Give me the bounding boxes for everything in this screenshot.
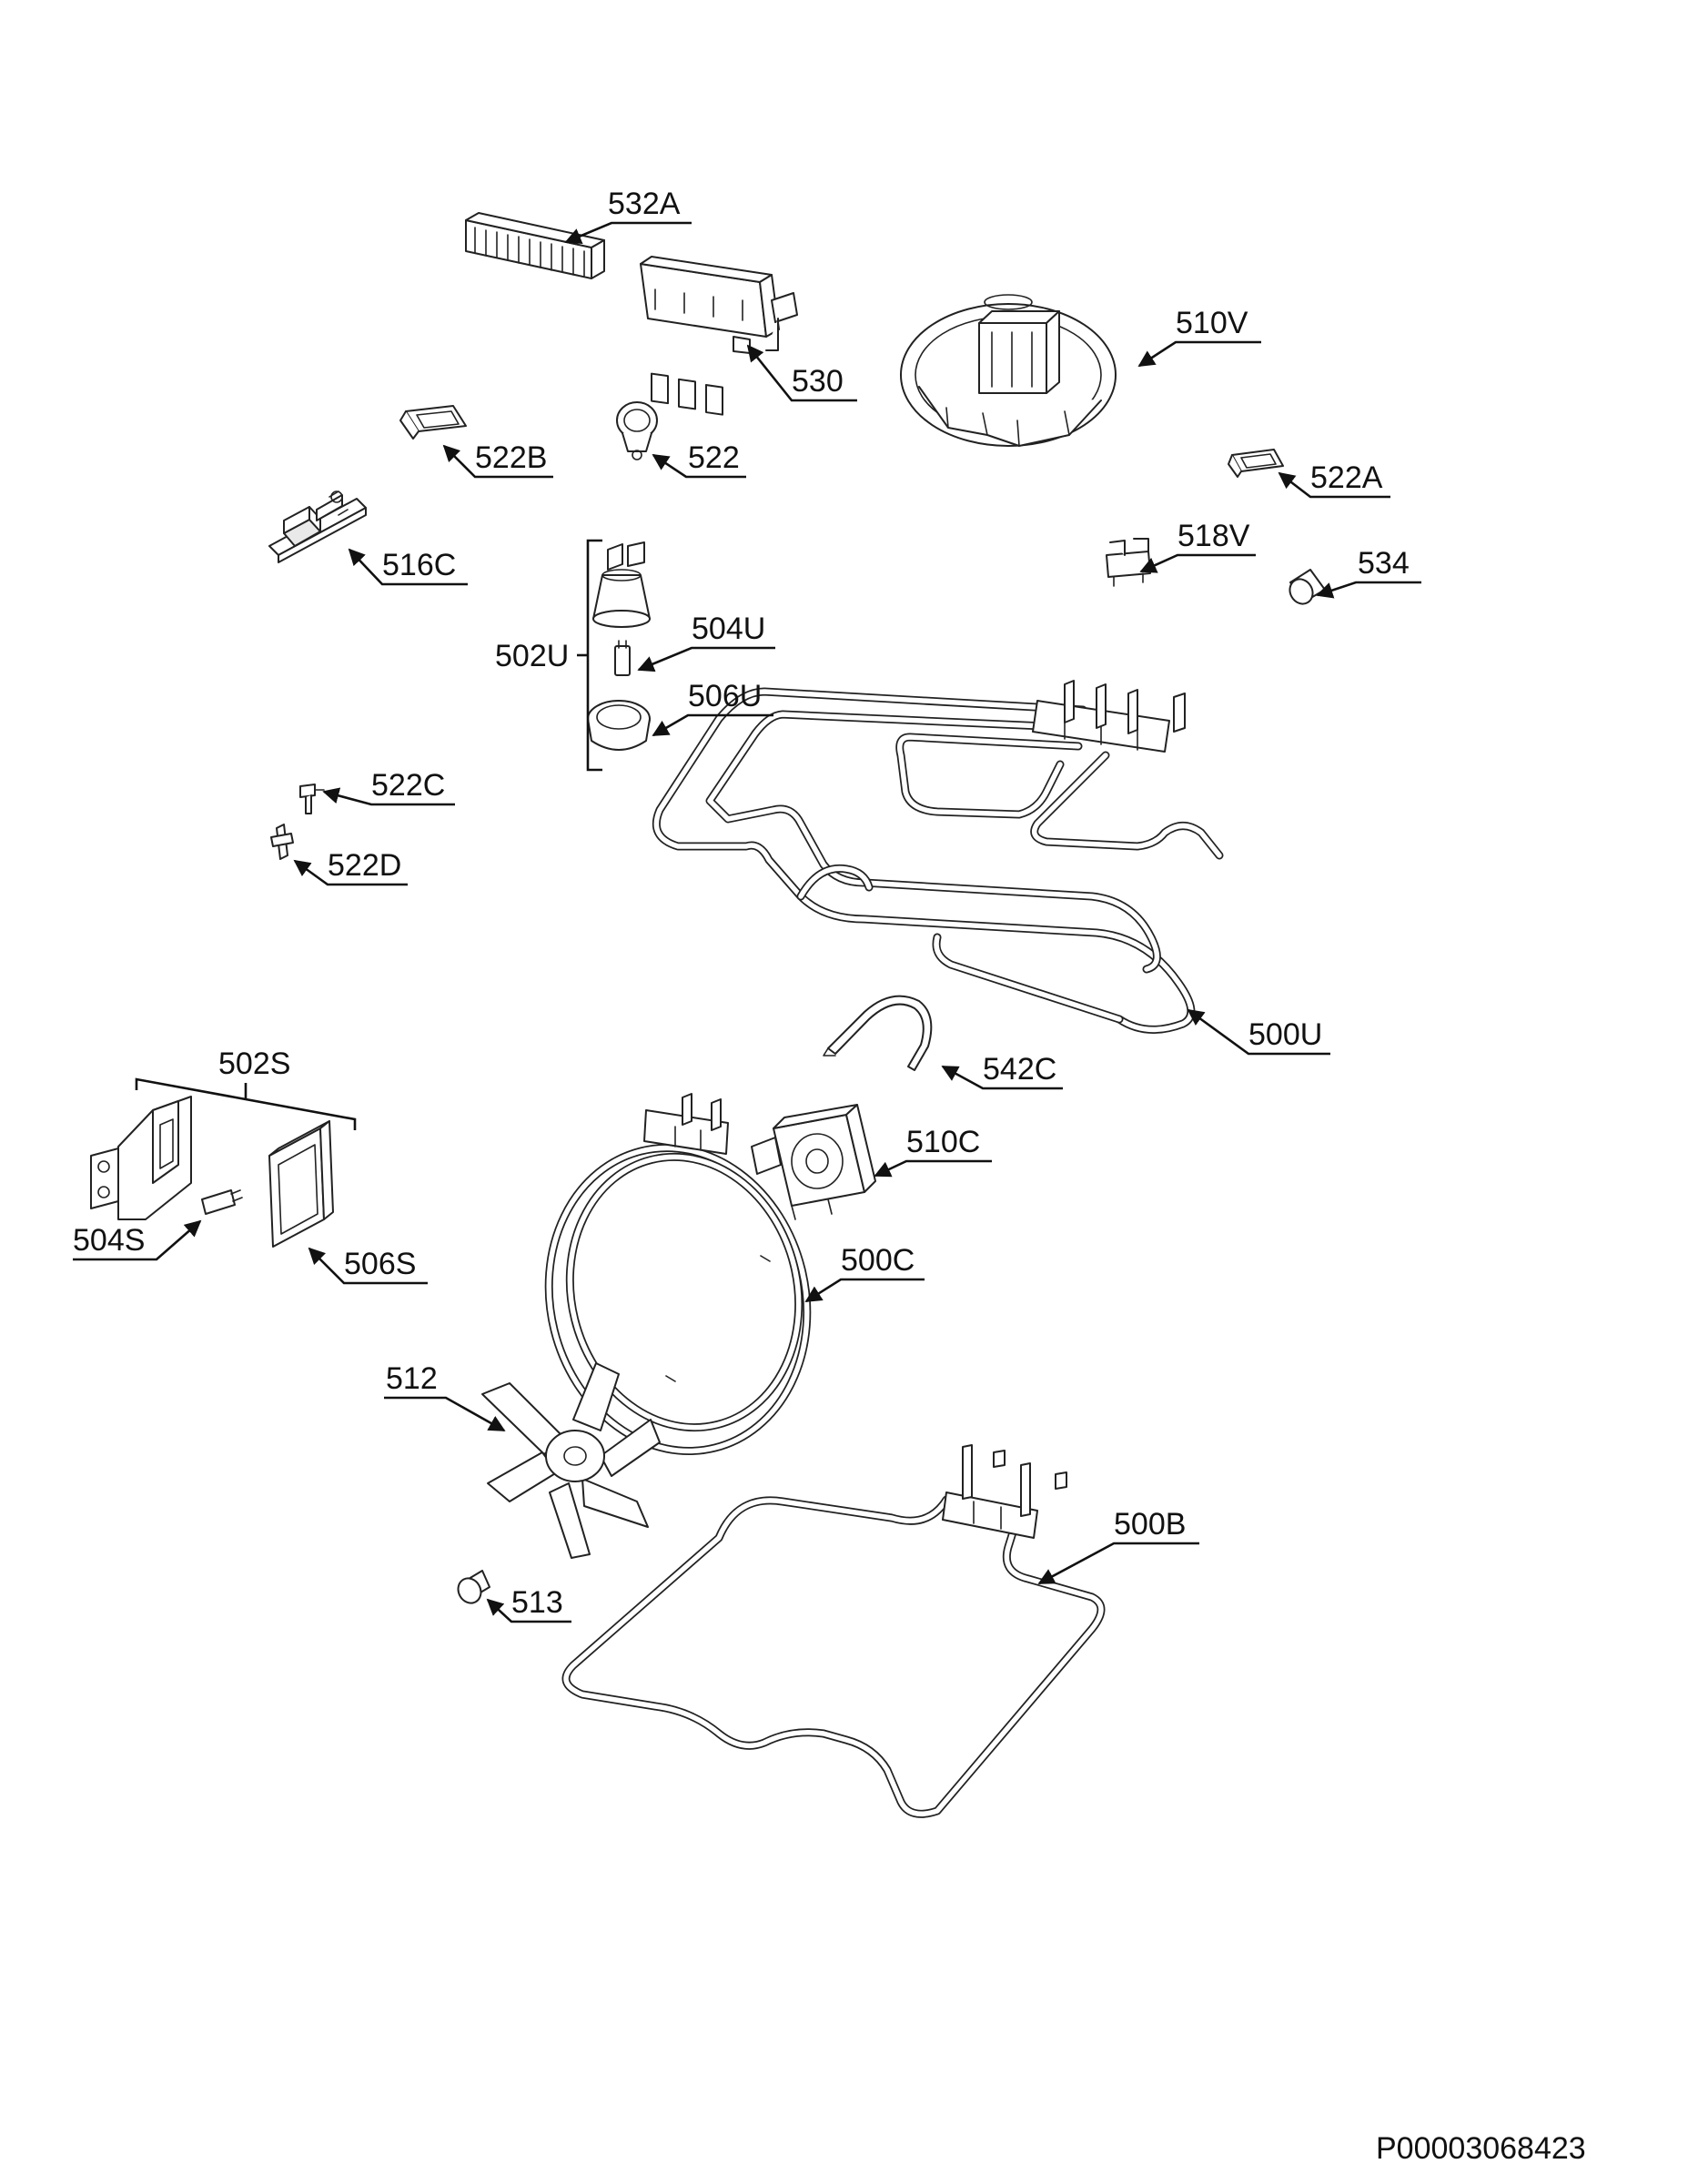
callout-label-502s: 502S — [218, 1046, 290, 1081]
part-500u-grill-element — [652, 680, 1224, 1034]
callout-500b: 500B — [1037, 1507, 1199, 1585]
callout-504u: 504U — [637, 612, 775, 672]
callout-label-502u: 502U — [495, 639, 569, 673]
callout-522b: 522B — [442, 440, 553, 479]
callout-522c: 522C — [322, 768, 455, 806]
callout-label-510c: 510C — [906, 1125, 980, 1159]
part-504u-lamp-bulb — [614, 640, 631, 676]
callout-label-522a: 522A — [1310, 460, 1383, 495]
part-504s-side-lamp-bulb — [201, 1189, 243, 1215]
callout-label-532a: 532A — [608, 187, 681, 221]
callout-506s: 506S — [308, 1247, 428, 1285]
callout-label-512: 512 — [386, 1361, 438, 1396]
callout-534: 534 — [1316, 546, 1421, 599]
callout-label-516c: 516C — [382, 548, 456, 582]
part-502s-side-lamp-housing — [90, 1096, 192, 1220]
part-522a-clip — [1228, 449, 1284, 478]
callout-label-518v: 518V — [1177, 519, 1250, 553]
callout-502s: 502S — [135, 1046, 357, 1130]
callout-512: 512 — [384, 1361, 506, 1432]
part-513-nut — [457, 1570, 490, 1604]
callout-516c: 516C — [348, 548, 468, 586]
callout-522a: 522A — [1278, 460, 1390, 499]
part-512-fan-blade — [481, 1362, 661, 1559]
part-506s-side-lamp-cover — [268, 1120, 334, 1248]
callout-518v: 518V — [1139, 519, 1256, 573]
part-518v-thermostat — [1106, 538, 1151, 587]
callout-label-506u: 506U — [688, 679, 762, 713]
callout-label-542c: 542C — [983, 1052, 1056, 1087]
part-534-lamp — [1289, 569, 1326, 605]
document-id: P00003068423 — [1376, 2131, 1586, 2166]
part-500c-circular-element — [544, 1093, 812, 1455]
part-522c-screw — [299, 784, 325, 814]
part-530-terminal-block — [640, 256, 798, 416]
part-506u-lamp-cover — [587, 700, 651, 751]
callout-label-500c: 500C — [841, 1243, 915, 1278]
callout-label-506s: 506S — [344, 1247, 416, 1281]
callout-label-504u: 504U — [692, 612, 765, 646]
callout-label-522: 522 — [688, 440, 740, 475]
part-542c-bracket — [823, 995, 933, 1071]
callout-label-522b: 522B — [475, 440, 547, 475]
callout-500c: 500C — [804, 1243, 925, 1303]
callout-542c: 542C — [941, 1052, 1063, 1090]
part-522b-clip — [399, 405, 467, 440]
callout-label-522d: 522D — [328, 848, 401, 883]
part-502u-lamp-assembly — [592, 541, 651, 628]
callout-506u: 506U — [652, 679, 773, 737]
callout-504s: 504S — [73, 1219, 202, 1261]
callout-label-500b: 500B — [1114, 1507, 1186, 1542]
callout-label-510v: 510V — [1176, 306, 1248, 340]
callout-522d: 522D — [293, 848, 408, 886]
part-510v-cooling-fan — [900, 294, 1117, 447]
callout-532a: 532A — [564, 187, 692, 245]
callout-510v: 510V — [1137, 306, 1261, 368]
callout-502u: 502U — [495, 539, 602, 772]
callout-label-534: 534 — [1358, 546, 1410, 581]
callout-510c: 510C — [874, 1125, 992, 1178]
callout-label-500u: 500U — [1248, 1017, 1322, 1052]
part-510c-fan-motor — [751, 1104, 876, 1220]
callout-522: 522 — [652, 440, 746, 479]
callout-label-530: 530 — [792, 364, 844, 399]
part-522-lamp-clip — [616, 401, 658, 460]
callout-label-513: 513 — [511, 1585, 563, 1620]
part-516c-control-board — [268, 490, 367, 563]
callout-label-522c: 522C — [371, 768, 445, 803]
part-522d-pin — [270, 824, 294, 860]
part-532a-connector-strip — [465, 212, 605, 279]
callout-500u: 500U — [1187, 1008, 1330, 1056]
callout-530: 530 — [746, 344, 857, 402]
callout-513: 513 — [486, 1585, 571, 1623]
callout-label-504s: 504S — [73, 1223, 145, 1258]
part-500b-bottom-element — [561, 1444, 1106, 1818]
